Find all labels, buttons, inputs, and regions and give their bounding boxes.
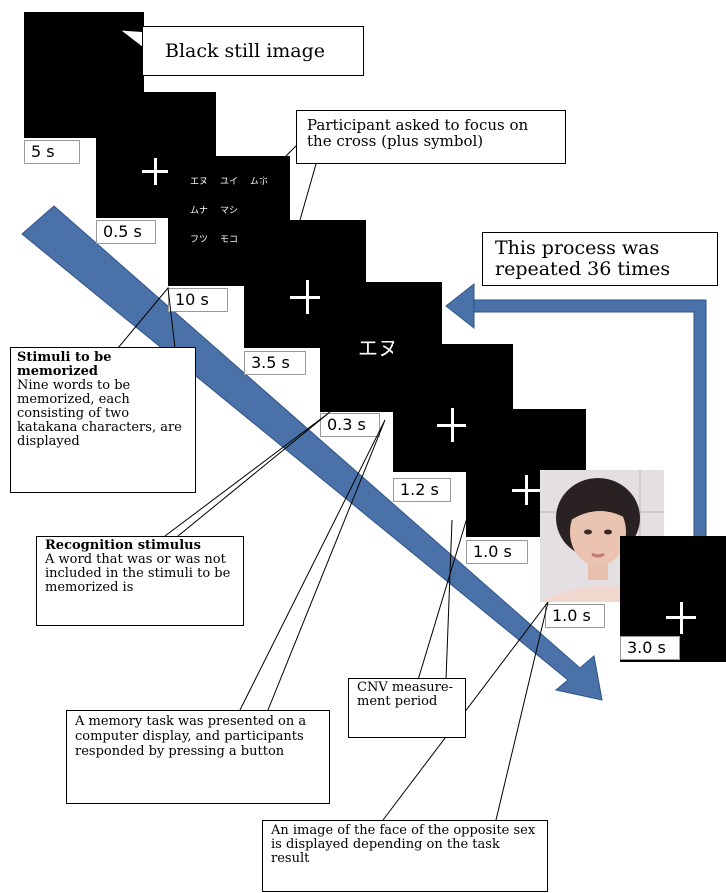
callout-title: Stimuli to be memorized: [17, 350, 112, 379]
diagonal-arrow: [21, 205, 603, 701]
plus-icon-v: [525, 475, 528, 505]
duration-label: 1.0 s: [466, 540, 528, 564]
callout-text: Nine words to be memorized, each consist…: [17, 378, 182, 449]
duration-label: 5 s: [24, 140, 80, 164]
plus-icon-v: [680, 602, 683, 634]
callout-memory-task: A memory task was presented on a compute…: [66, 710, 330, 804]
callout-stimuli: Stimuli to be memorized Nine words to be…: [10, 347, 196, 493]
kana-word-grid: エヌ ユイ ムホ ムナ マシ フツ モコ: [190, 174, 290, 261]
callout-focus-cross: Participant asked to focus on the cross …: [296, 110, 566, 164]
kana-word: ムナ: [190, 206, 209, 216]
plus-icon-v: [451, 408, 454, 442]
callout-text: A word that was or was not included in t…: [45, 552, 231, 595]
recognition-word: エヌ: [358, 336, 398, 360]
callout-text: Participant asked to focus on the cross …: [307, 116, 529, 150]
leader-cnv-2: [445, 519, 453, 681]
kana-word: マシ: [220, 206, 239, 216]
leader-stimuli: [117, 286, 176, 349]
callout-cnv: CNV measure- ment period: [348, 678, 466, 738]
callout-face-image: An image of the face of the opposite sex…: [262, 820, 548, 892]
leader-face: [382, 601, 549, 821]
duration-label: 1.0 s: [545, 604, 605, 628]
kana-word: ユイ: [220, 177, 239, 187]
leader-cnv: [417, 507, 471, 681]
callout-recognition: Recognition stimulus A word that was or …: [36, 536, 244, 626]
callout-black-still: Black still image: [142, 26, 364, 76]
duration-label: 3.0 s: [620, 636, 680, 660]
leader-memory-task: [239, 419, 386, 711]
leader-recognition: [164, 411, 331, 537]
kana-word: フツ: [190, 235, 209, 245]
duration-label: 10 s: [168, 288, 228, 312]
callout-text: Black still image: [165, 40, 326, 62]
duration-label: 3.5 s: [244, 351, 306, 375]
duration-label: 1.2 s: [393, 478, 451, 502]
callout-text: This process was repeated 36 times: [495, 237, 671, 280]
kana-word: ムホ: [250, 177, 269, 187]
callout-text: A memory task was presented on a compute…: [75, 714, 307, 759]
kana-word: エヌ: [190, 177, 209, 187]
leader-focus-cross: [199, 141, 301, 193]
plus-icon-v: [154, 158, 157, 185]
callout-repeat: This process was repeated 36 times: [482, 232, 718, 286]
duration-label: 0.5 s: [96, 220, 156, 244]
duration-label: 0.3 s: [320, 413, 380, 437]
callout-text: CNV measure- ment period: [357, 680, 453, 709]
kana-word: モコ: [220, 235, 239, 245]
callout-text: An image of the face of the opposite sex…: [271, 823, 536, 866]
callout-title: Recognition stimulus: [45, 538, 201, 553]
plus-icon-v: [306, 280, 309, 314]
